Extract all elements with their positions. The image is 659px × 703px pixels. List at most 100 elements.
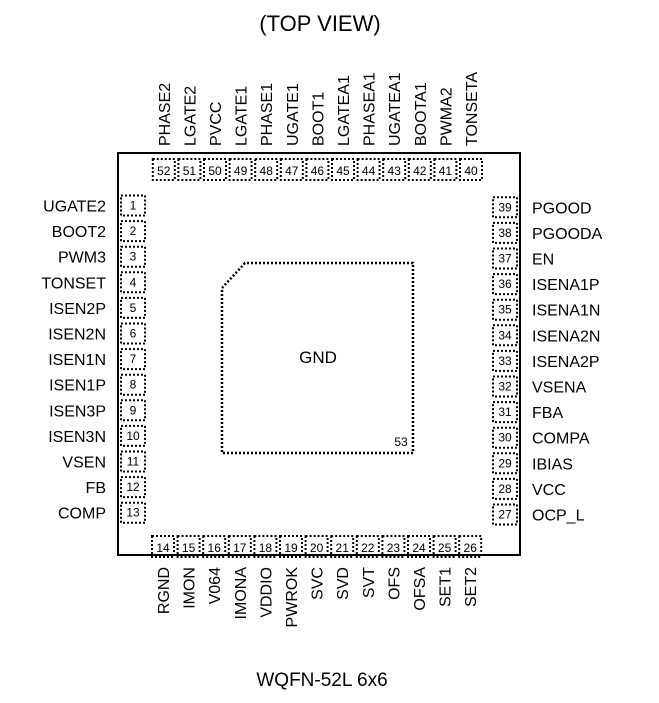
pin-number: 44 — [362, 164, 376, 178]
pin-number: 37 — [498, 252, 512, 266]
pin-number: 28 — [498, 482, 512, 496]
pin-name: ISEN1P — [49, 378, 106, 395]
pin-number: 49 — [234, 164, 248, 178]
pin-pad-bottom — [330, 535, 355, 558]
pin-number: 3 — [130, 250, 137, 264]
pin-name: VSENA — [532, 380, 587, 397]
pin-pad-right — [492, 298, 518, 321]
pin-name: IMONA — [233, 567, 250, 620]
pin-pad-bottom — [355, 535, 380, 558]
pin-number: 9 — [130, 403, 137, 417]
pin-number: 23 — [387, 541, 401, 555]
pin-name: LGATEA1 — [336, 75, 353, 146]
pin-name: ISEN2N — [48, 327, 106, 344]
view-title: (TOP VIEW) — [259, 11, 380, 36]
pin-pad-bottom — [202, 535, 227, 558]
pin-name: PGOOD — [532, 200, 592, 217]
pin-number: 4 — [130, 275, 137, 289]
pin-number: 46 — [311, 164, 325, 178]
pin-pad-right — [492, 375, 518, 398]
pin-number: 45 — [336, 164, 350, 178]
pin-pad-left — [120, 296, 146, 319]
pin-pad-right — [492, 247, 518, 270]
pin-name: SVC — [310, 567, 327, 600]
pin-pad-bottom — [227, 535, 252, 558]
exposed-pad-number: 53 — [394, 435, 408, 449]
pin-number: 34 — [498, 328, 512, 342]
pin-pad-top — [331, 158, 355, 181]
pin-number: 25 — [438, 541, 452, 555]
pin-pad-left — [120, 322, 146, 345]
pin-number: 29 — [498, 456, 512, 470]
pin-pad-left — [120, 476, 146, 499]
pin-number: 17 — [233, 541, 247, 555]
pin-name: COMP — [58, 506, 106, 523]
pin-name: ISEN3N — [48, 429, 106, 446]
pin-pad-left — [120, 450, 146, 473]
pin-name: COMPA — [532, 431, 590, 448]
pin-number: 35 — [498, 303, 512, 317]
pin-pad-left — [120, 194, 146, 217]
pin-pad-bottom — [253, 535, 278, 558]
pin-number: 7 — [130, 352, 137, 366]
pin-name: RGND — [156, 567, 173, 614]
pin-name: OFSA — [412, 567, 429, 611]
pin-name: OCP_L — [532, 508, 585, 525]
pins-bottom: 14RGND15IMON16V06417IMONA18VDDIO19PWROK2… — [151, 535, 483, 628]
pin-name: TONSET — [41, 275, 106, 292]
pin-name: SVD — [335, 567, 352, 600]
exposed-pad — [220, 261, 415, 455]
pin-name: PHASEA1 — [362, 72, 379, 146]
pin-name: UGATEA1 — [387, 72, 404, 146]
pin-number: 20 — [310, 541, 324, 555]
pin-name: UGATE2 — [43, 199, 106, 216]
pin-number: 27 — [498, 508, 512, 522]
pin-number: 43 — [388, 164, 402, 178]
pin-name: SVT — [361, 567, 378, 598]
pin-pad-top — [203, 158, 227, 181]
pin-pad-bottom — [432, 535, 457, 558]
pin-name: ISENA2N — [532, 328, 600, 345]
pin-name: FB — [86, 480, 106, 497]
pin-name: ISEN1N — [48, 352, 106, 369]
pin-pad-top — [459, 158, 483, 181]
pin-name: TONSETA — [464, 72, 481, 146]
pin-pad-top — [279, 158, 304, 181]
pin-pad-right — [492, 477, 518, 500]
pins-left: 1UGATE22BOOT23PWM34TONSET5ISEN2P6ISEN2N7… — [41, 194, 146, 524]
pin-pad-right — [492, 196, 518, 219]
pin-name: PHASE1 — [259, 83, 276, 146]
pin-pad-right — [492, 324, 518, 347]
pin-pad-right — [492, 452, 518, 475]
pin-name: ISEN2P — [49, 301, 106, 318]
pin-name: PWROK — [284, 567, 301, 628]
pin-number: 14 — [156, 541, 170, 555]
pin-number: 32 — [498, 380, 512, 394]
pin-name: PWMA2 — [438, 87, 455, 146]
pin-name: IMON — [182, 567, 199, 609]
pin-pad-left — [120, 245, 146, 268]
pin-pad-left — [120, 220, 146, 243]
pin-pad-left — [120, 373, 146, 396]
pin-name: OFS — [386, 567, 403, 600]
pin-number: 2 — [130, 224, 137, 238]
exposed-pad-label: GND — [299, 348, 337, 367]
pin-pad-right — [492, 401, 518, 424]
pin-pad-top — [407, 158, 432, 181]
pin-name: VDDIO — [258, 567, 275, 618]
pin-name: PVCC — [208, 102, 225, 146]
pin-number: 6 — [130, 327, 137, 341]
pin-number: 11 — [127, 455, 140, 469]
pin-pad-left — [120, 424, 146, 447]
pin-number: 47 — [285, 164, 299, 178]
pin-pad-right — [492, 273, 518, 296]
pin-name: ISENA2P — [532, 354, 600, 371]
pin-number: 33 — [498, 354, 512, 368]
pin-number: 41 — [439, 164, 453, 178]
pin-number: 12 — [126, 480, 140, 494]
pin-name: SET1 — [438, 567, 455, 607]
pin-number: 15 — [182, 541, 196, 555]
package-body — [117, 152, 521, 556]
